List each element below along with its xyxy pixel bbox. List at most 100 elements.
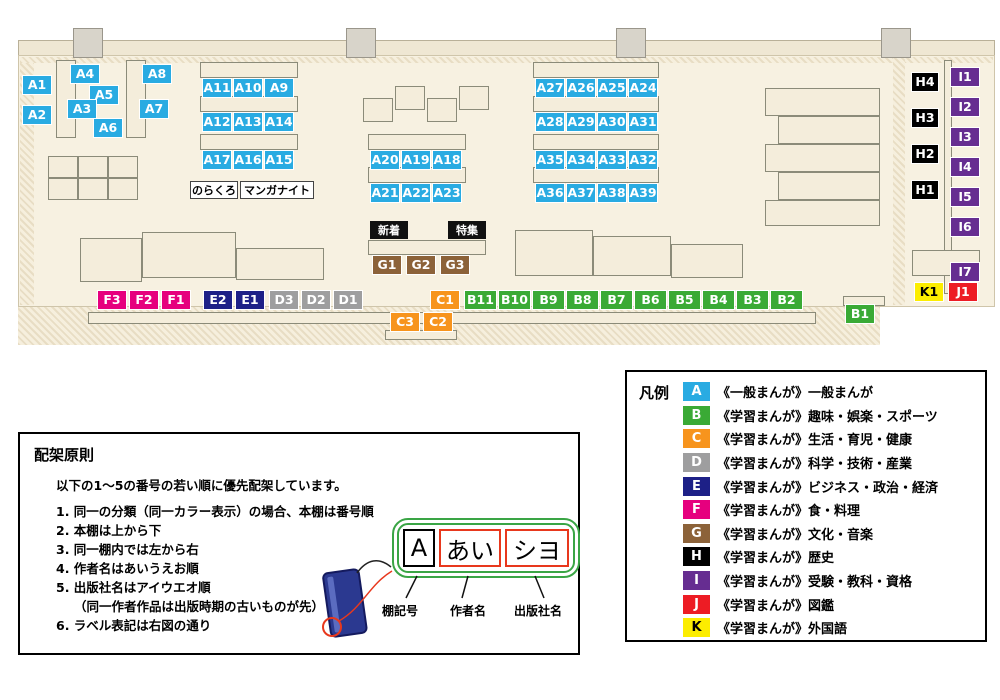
pillar	[616, 28, 646, 58]
shelf-label-e2: E2	[203, 290, 233, 310]
callout-author: 作者名	[450, 604, 487, 618]
legend-title: 凡例	[639, 384, 670, 402]
shelf-block	[533, 167, 659, 183]
shelf-label-f1: F1	[161, 290, 191, 310]
shelf-label-i7: I7	[950, 262, 980, 282]
shelf-label-a7: A7	[139, 99, 169, 119]
shelf-block	[78, 178, 108, 200]
shelf-block	[80, 238, 142, 282]
shelf-label-b8: B8	[566, 290, 599, 310]
shelf-label-d3: D3	[269, 290, 299, 310]
legend-chip-h: H	[683, 547, 710, 567]
shelf-label-a21: A21	[370, 183, 400, 203]
shelving-principles-panel: 配架原則 以下の1〜5の番号の若い順に優先配架しています。 1. 同一の分類（同…	[18, 432, 580, 655]
shelf-label-a2: A2	[22, 105, 52, 125]
shelf-block	[427, 98, 457, 122]
principle-rule-0: 1. 同一の分類（同一カラー表示）の場合、本棚は番号順	[56, 504, 374, 519]
shelf-label-i6: I6	[950, 217, 980, 237]
legend-item-k: K 《学習まんが》外国語	[683, 616, 975, 640]
shelf-label-a25: A25	[597, 78, 627, 98]
legend-item-b: B《学習まんが》趣味・娯楽・スポーツ	[683, 404, 975, 428]
norakuro-sign: のらくろ	[190, 181, 238, 199]
shelf-label-h3: H3	[911, 108, 939, 128]
shelf-label-b6: B6	[634, 290, 667, 310]
legend-item-g: G《学習まんが》文化・音楽	[683, 522, 975, 546]
shelf-label-h1: H1	[911, 180, 939, 200]
legend-chip-d: D	[683, 453, 710, 473]
legend-item-c: C《学習まんが》生活・育児・健康	[683, 427, 975, 451]
pillar	[73, 28, 103, 58]
shelf-label-b5: B5	[668, 290, 701, 310]
shelf-block	[385, 330, 457, 340]
shelf-label-d1: D1	[333, 290, 363, 310]
shelf-label-a20: A20	[370, 150, 400, 170]
legend-text: 《学習まんが》食・料理	[717, 504, 861, 520]
legend-text: 《学習まんが》趣味・娯楽・スポーツ	[717, 409, 938, 425]
shelf-label-e1: E1	[235, 290, 265, 310]
shelf-block	[765, 200, 880, 226]
principle-rule-1: 2. 本棚は上から下	[56, 523, 162, 538]
shelf-label-a33: A33	[597, 150, 627, 170]
shelf-label-a24: A24	[628, 78, 658, 98]
shelf-label-a3: A3	[67, 99, 97, 119]
principle-rule-3: 4. 作者名はあいうえお順	[56, 561, 199, 576]
shelf-label-a27: A27	[535, 78, 565, 98]
shelf-block	[200, 96, 298, 112]
shelf-block	[200, 62, 298, 78]
shelf-label-a28: A28	[535, 112, 565, 132]
legend-chip-k: K	[683, 618, 710, 638]
legend-item-h: H《学習まんが》歴史	[683, 545, 975, 569]
shelf-label-a18: A18	[432, 150, 462, 170]
legend-text: 《学習まんが》図鑑	[717, 598, 835, 614]
shelf-label-a19: A19	[401, 150, 431, 170]
legend-text: 《一般まんが》一般まんが	[717, 386, 874, 402]
legend-text: 《学習まんが》文化・音楽	[717, 527, 874, 543]
top-wall	[18, 40, 995, 56]
shelf-label-a30: A30	[597, 112, 627, 132]
shelf-label-a31: A31	[628, 112, 658, 132]
shelf-block	[765, 144, 880, 172]
legend-text: 《学習まんが》科学・技術・産業	[717, 457, 913, 473]
shelf-label-f2: F2	[129, 290, 159, 310]
legend-text: 《学習まんが》ビジネス・政治・経済	[717, 480, 939, 496]
shelf-label-a32: A32	[628, 150, 658, 170]
shelf-label-c1: C1	[430, 290, 460, 310]
callout-lines	[405, 575, 545, 599]
legend-chip-f: F	[683, 500, 710, 520]
legend-chip-c: C	[683, 429, 710, 449]
shelf-label-b10: B10	[498, 290, 531, 310]
shelf-label-b2: B2	[770, 290, 803, 310]
shelf-label-h4: H4	[911, 72, 939, 92]
example-publisher-name: シヨ	[505, 529, 569, 567]
shelf-block	[778, 116, 880, 144]
shelf-block	[533, 134, 659, 150]
book-spine-illustration	[322, 560, 393, 638]
shelf-label-b3: B3	[736, 290, 769, 310]
shelf-label-a9: A9	[264, 78, 294, 98]
legend-chip-j: J	[683, 594, 710, 614]
manga-night-sign: マンガナイト	[240, 181, 314, 199]
top-wall-hatch	[20, 57, 993, 63]
shelf-label-a36: A36	[535, 183, 565, 203]
principle-rule-4: 5. 出版社名はアイウエオ順	[56, 580, 211, 595]
shelf-label-b1: B1	[845, 304, 875, 324]
shelf-block	[515, 230, 593, 276]
shelf-label-i2: I2	[950, 97, 980, 117]
shelf-block	[363, 98, 393, 122]
shelf-label-b7: B7	[600, 290, 633, 310]
shelf-label-a26: A26	[566, 78, 596, 98]
shelf-block	[48, 156, 78, 178]
shelf-block	[593, 236, 671, 276]
shelf-label-a6: A6	[93, 118, 123, 138]
shelf-block	[368, 240, 486, 255]
shelf-block	[108, 156, 138, 178]
shelf-label-i5: I5	[950, 187, 980, 207]
right-wall-hatch	[893, 57, 905, 305]
legend-chip-a: A	[683, 382, 710, 402]
legend-text: 《学習まんが》外国語	[717, 622, 848, 638]
shelf-block	[78, 156, 108, 178]
